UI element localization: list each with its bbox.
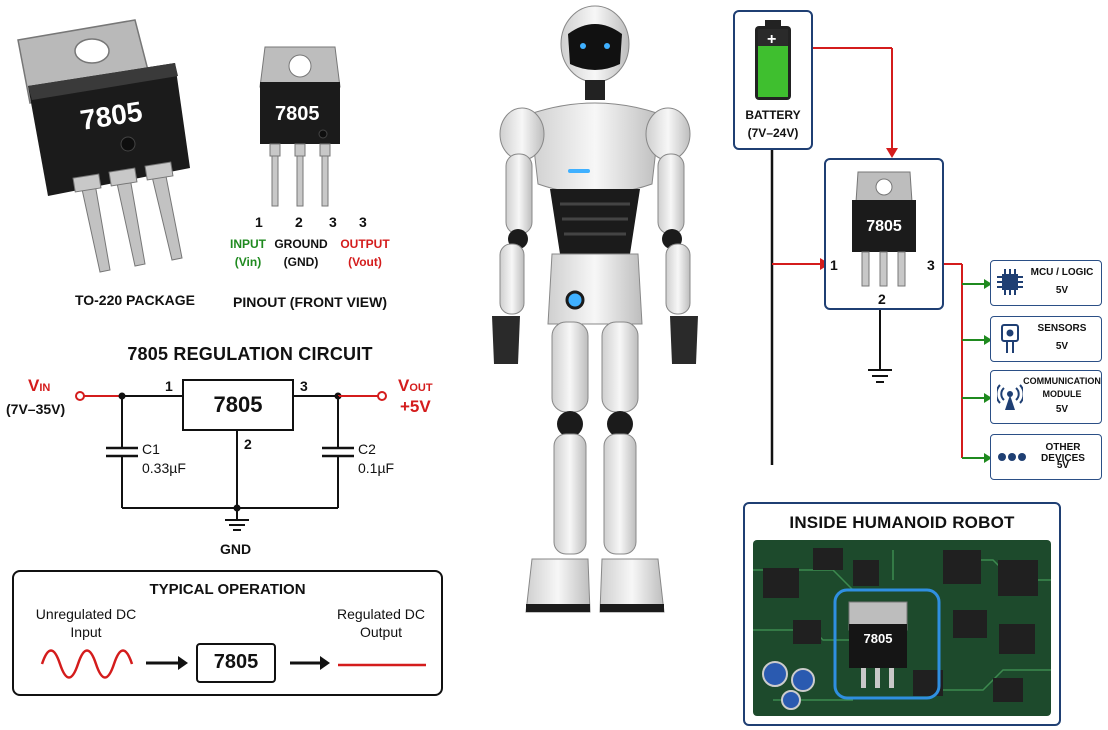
- vout-label: VOUT: [398, 376, 433, 396]
- regulator-box: 7805: [824, 158, 944, 310]
- battery-icon: +: [755, 20, 791, 100]
- operation-input-label-2: Input: [70, 624, 102, 640]
- device-mcu-logic: MCU / LOGIC 5V: [990, 260, 1102, 306]
- to220-package: 7805 TO-220 PACKAGE: [10, 8, 215, 308]
- device-other-name: OTHER DEVICES: [1041, 442, 1085, 464]
- circuit-pin-2: 2: [244, 436, 252, 452]
- device-comm-name-1: COMMUNICATION: [1023, 376, 1101, 386]
- circuit-chip-label: 7805: [213, 392, 263, 417]
- pinout-section: 7805 1 2 3 3 INPUT (Vin) GROUND (GND) OU…: [225, 42, 405, 317]
- device-other-voltage: 5V: [1056, 460, 1070, 471]
- regulator-pin-1: 1: [830, 257, 838, 273]
- regulation-circuit: VIN (7V–35V) VOUT +5V 7805 1 3 2 C1 0.33…: [0, 368, 460, 563]
- pin-3-name: OUTPUT: [340, 237, 390, 251]
- chip-icon: [997, 269, 1023, 295]
- pin-3-sub: (Vout): [348, 255, 382, 269]
- operation-output-label-2: Output: [359, 624, 403, 640]
- vin-v: V: [28, 376, 40, 395]
- antenna-icon: [997, 384, 1023, 410]
- arrow-right-icon: [178, 656, 188, 670]
- vout-v: V: [398, 376, 410, 395]
- device-sensors-voltage: 5V: [1055, 341, 1069, 352]
- pin-2-name: GROUND: [274, 237, 328, 251]
- dots-icon: [998, 453, 1026, 461]
- c2-value: 0.1µF: [358, 460, 395, 476]
- power-wiring: [770, 47, 992, 465]
- regulator-label: 7805: [866, 218, 902, 235]
- circuit-chip-box: [182, 379, 294, 431]
- inside-title: INSIDE HUMANOID ROBOT: [789, 513, 1015, 532]
- arrow-right-icon-2: [320, 656, 330, 670]
- operation-input-label-1: Unregulated DC: [35, 606, 137, 622]
- package-caption: TO-220 PACKAGE: [74, 292, 196, 308]
- device-sensors-name: SENSORS: [1037, 323, 1087, 334]
- regulator-chip-drawing: [852, 171, 916, 287]
- operation-title: TYPICAL OPERATION: [149, 581, 306, 598]
- battery-range: (7V–24V): [747, 126, 799, 140]
- robot-core-light: [565, 290, 585, 310]
- pinout-chip-label: 7805: [275, 103, 320, 125]
- operation-output-label-1: Regulated DC: [337, 606, 425, 622]
- pin-3-number-extra: 3: [359, 214, 367, 230]
- vin-range: (7V–35V): [6, 401, 66, 417]
- robot-eye-left: [580, 43, 586, 49]
- circuit-schematic: [75, 379, 387, 531]
- device-communication-module: COMMUNICATION MODULE 5V: [990, 370, 1102, 424]
- device-other-devices: OTHER DEVICES 5V: [990, 434, 1102, 480]
- capacitor: [762, 661, 788, 687]
- vout-sub: OUT: [409, 382, 433, 394]
- mount-hole: [74, 38, 110, 64]
- vin-label: VIN: [28, 376, 50, 396]
- circuit-title: 7805 REGULATION CIRCUIT: [127, 344, 373, 364]
- pinout-caption: PINOUT (FRONT VIEW): [233, 294, 387, 310]
- vout-value: +5V: [400, 397, 431, 416]
- circuit-pin-1: 1: [165, 378, 173, 394]
- humanoid-robot-illustration: [492, 5, 698, 613]
- gnd-label: GND: [220, 541, 252, 557]
- device-comm-voltage: 5V: [1055, 404, 1069, 415]
- inside-robot-panel: INSIDE HUMANOID ROBOT 7805: [743, 502, 1061, 726]
- pcb-illustration: [753, 540, 1051, 716]
- robot-eye-right: [604, 43, 610, 49]
- pinout-mount-hole: [288, 54, 312, 78]
- operation-chip-label: 7805: [213, 651, 259, 673]
- circuit-pin-3: 3: [300, 378, 308, 394]
- regulator-pin-3: 3: [927, 257, 935, 273]
- device-sensors: SENSORS 5V: [990, 316, 1102, 362]
- c2-name: C2: [358, 441, 376, 457]
- pin-1-name: INPUT: [230, 237, 266, 251]
- operation-flow: [40, 643, 426, 683]
- inside-chip-label: 7805: [863, 631, 893, 646]
- svg-text:+: +: [767, 31, 776, 48]
- regulator-highlight: [833, 588, 941, 700]
- pin-1-number: 1: [255, 214, 263, 230]
- device-comm-name-2: MODULE: [1042, 389, 1082, 399]
- c1-name: C1: [142, 441, 160, 457]
- c1-value: 0.33µF: [142, 460, 186, 476]
- arrow-down-icon: [886, 148, 898, 158]
- battery-box: + BATTERY (7V–24V): [733, 10, 813, 150]
- vout-terminal: [377, 391, 387, 401]
- device-mcu-voltage: 5V: [1055, 285, 1069, 296]
- regulator-pin-2: 2: [878, 291, 886, 307]
- pin-3-number: 3: [329, 214, 337, 230]
- vin-sub: IN: [39, 382, 51, 394]
- pin-2-number: 2: [295, 214, 303, 230]
- pin-1-sub: (Vin): [234, 255, 262, 269]
- pin-2-sub: (GND): [283, 255, 319, 269]
- vin-terminal: [75, 391, 85, 401]
- operation-chip-box: [196, 643, 276, 683]
- pinout-drawing: 7805: [259, 46, 341, 207]
- sensor-icon: [1001, 324, 1019, 353]
- unregulated-wave: [40, 649, 134, 679]
- to220-drawing: 7805: [17, 19, 190, 273]
- pinout-pin-numbers: 1 2 3 3: [225, 214, 405, 234]
- battery-label: BATTERY: [745, 108, 801, 122]
- typical-operation-box: TYPICAL OPERATION Unregulated DC Input 7…: [12, 570, 443, 696]
- device-mcu-name: MCU / LOGIC: [1030, 267, 1094, 278]
